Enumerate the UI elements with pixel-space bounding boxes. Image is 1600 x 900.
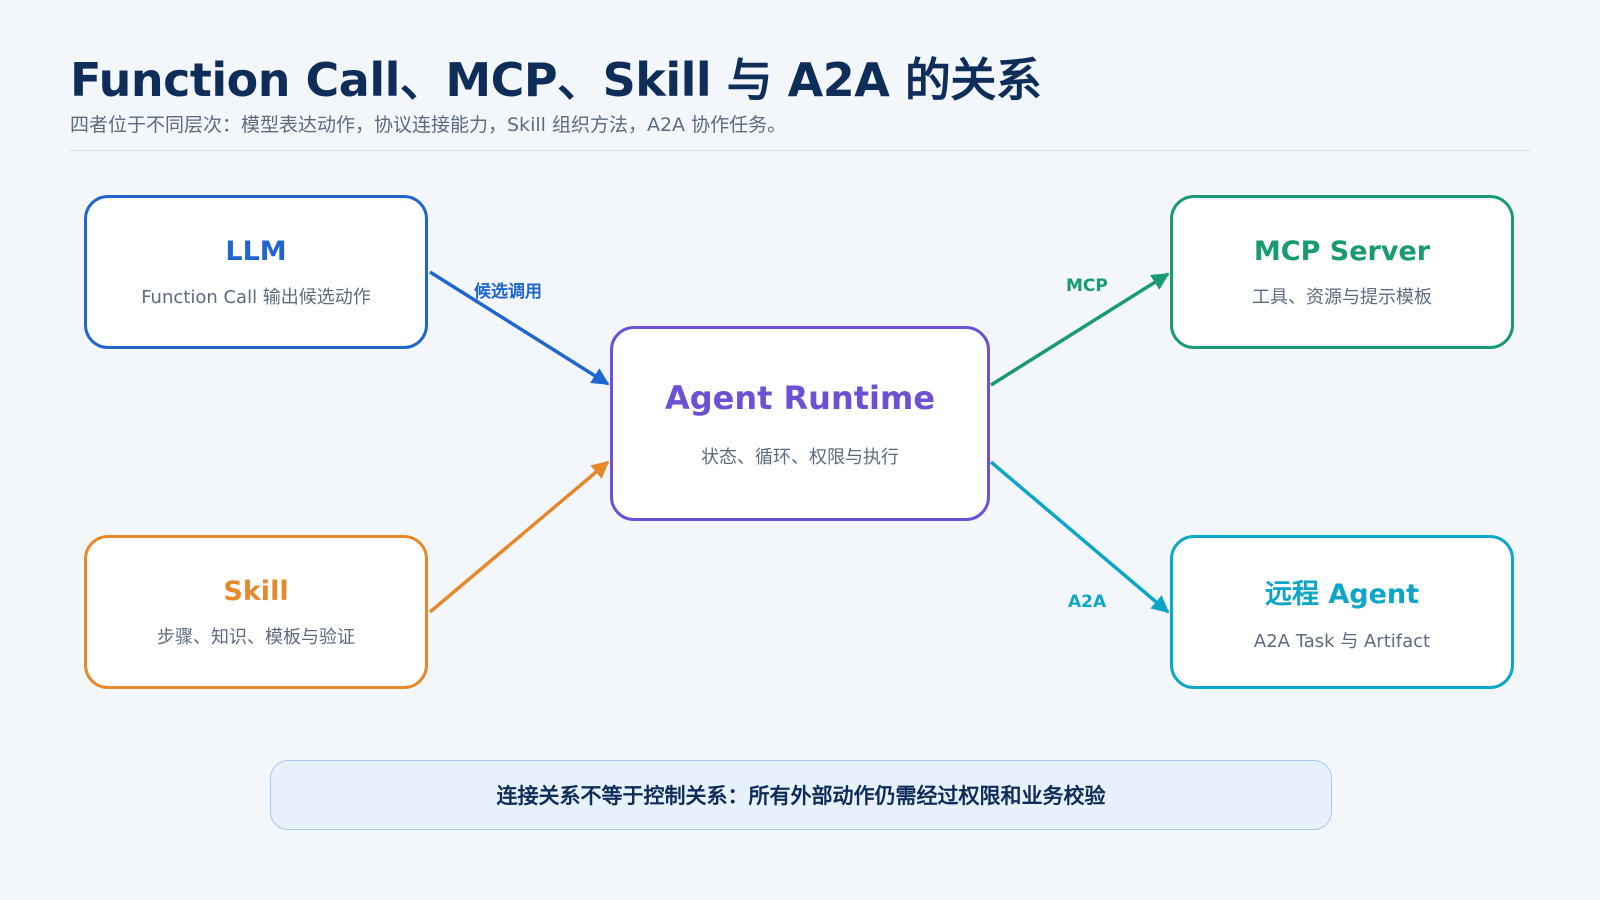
node-runtime-name: Agent Runtime: [664, 378, 936, 417]
node-mcp-name: MCP Server: [1253, 235, 1431, 267]
node-skill: Skill 步骤、知识、模板与验证: [84, 535, 428, 689]
edge-label-candidate-call: 候选调用: [474, 282, 542, 302]
footer-note: 连接关系不等于控制关系：所有外部动作仍需经过权限和业务校验: [270, 760, 1332, 830]
node-skill-name: Skill: [223, 575, 289, 607]
edge-runtime-to-remote: [989, 460, 1170, 614]
edge-llm-to-runtime: [429, 270, 610, 386]
node-llm-name: LLM: [225, 235, 287, 267]
node-mcp-desc: 工具、资源与提示模板: [1252, 286, 1432, 308]
node-runtime-desc: 状态、循环、权限与执行: [701, 446, 899, 468]
edge-label-mcp: MCP: [1066, 276, 1108, 296]
page-subtitle: 四者位于不同层次：模型表达动作，协议连接能力，Skill 组织方法，A2A 协作…: [70, 114, 787, 136]
edge-runtime-to-mcp: [990, 272, 1170, 387]
page-title: Function Call、MCP、Skill 与 A2A 的关系: [70, 53, 1042, 107]
title-divider: [70, 150, 1530, 151]
node-agent-runtime: Agent Runtime 状态、循环、权限与执行: [610, 326, 990, 521]
node-llm-desc: Function Call 输出候选动作: [141, 286, 371, 308]
node-llm: LLM Function Call 输出候选动作: [84, 195, 428, 349]
edge-label-a2a: A2A: [1068, 592, 1107, 612]
node-skill-desc: 步骤、知识、模板与验证: [157, 626, 355, 648]
node-remote-agent: 远程 Agent A2A Task 与 Artifact: [1170, 535, 1514, 689]
node-mcp-server: MCP Server 工具、资源与提示模板: [1170, 195, 1514, 349]
node-remote-name: 远程 Agent: [1264, 578, 1420, 610]
node-remote-desc: A2A Task 与 Artifact: [1253, 630, 1431, 652]
edge-skill-to-runtime: [428, 460, 610, 614]
